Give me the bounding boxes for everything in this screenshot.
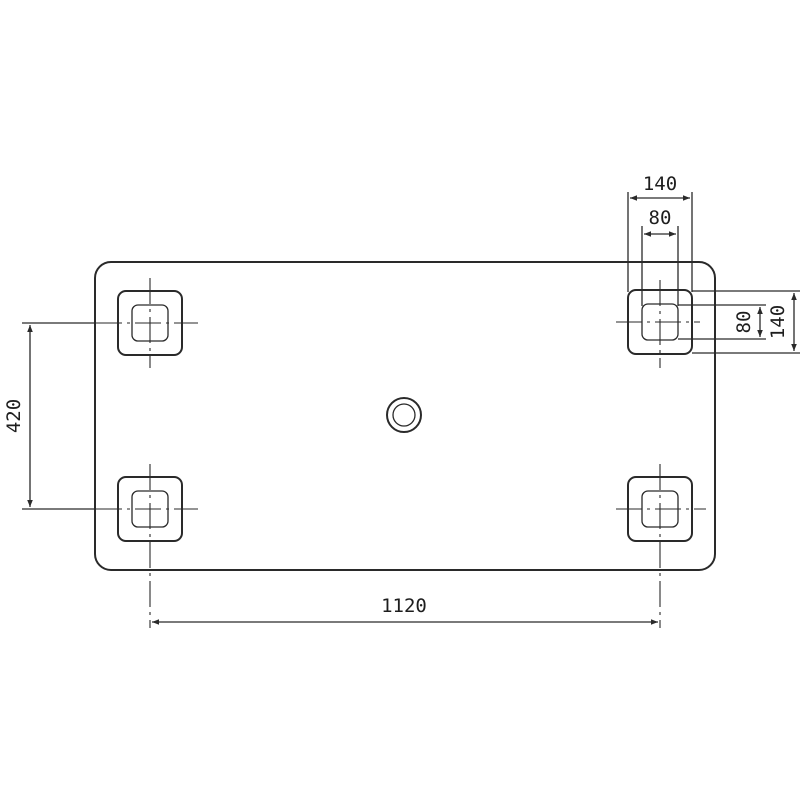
base-plate-outline bbox=[94, 261, 716, 571]
dimension-pad-inner-width-label: 80 bbox=[649, 207, 672, 229]
pad-bottom-right bbox=[616, 464, 706, 628]
dimension-pad-outer-width-label: 140 bbox=[643, 173, 677, 195]
dimension-length-label: 1120 bbox=[381, 595, 427, 617]
center-hole bbox=[386, 397, 422, 433]
dimension-pad-inner-width: 80 bbox=[641, 207, 679, 306]
pad-top-left bbox=[96, 278, 198, 368]
dimension-length: 1120 bbox=[152, 595, 658, 625]
dimension-pad-outer-width: 140 bbox=[627, 173, 693, 292]
dimension-height: 420 bbox=[3, 322, 96, 510]
dimension-height-label: 420 bbox=[3, 399, 25, 433]
pad-top-right bbox=[616, 280, 700, 368]
dimension-pad-inner-height-label: 80 bbox=[733, 311, 755, 334]
dimension-pad-inner-height: 80 bbox=[678, 304, 766, 340]
pad-bottom-left bbox=[96, 464, 198, 628]
dimension-pad-outer-height: 140 bbox=[692, 290, 800, 354]
dimension-pad-outer-height-label: 140 bbox=[767, 305, 789, 339]
